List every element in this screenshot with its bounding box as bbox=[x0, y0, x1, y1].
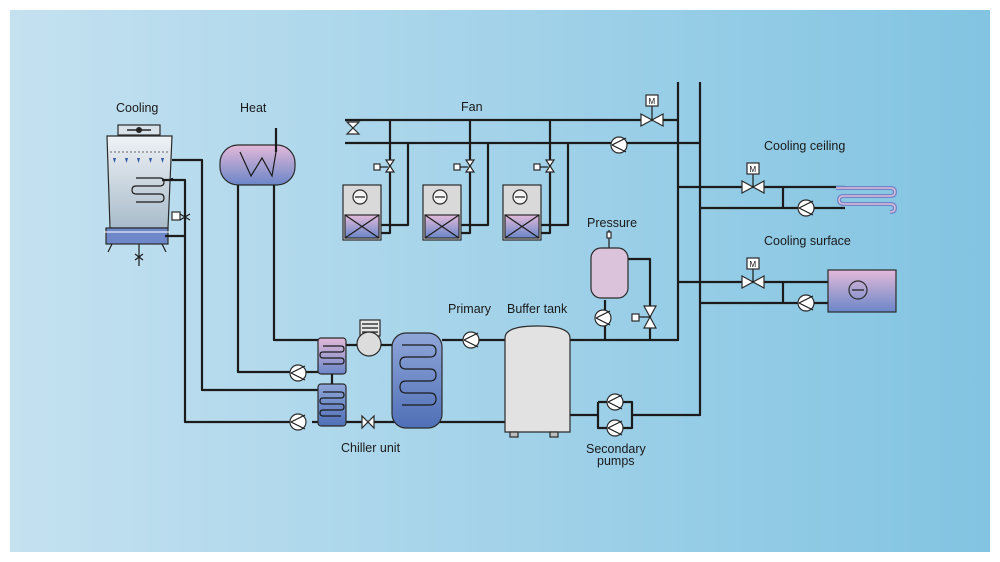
buffer-tank bbox=[504, 325, 571, 438]
fan-coil-unit-2 bbox=[422, 184, 462, 241]
fan-valve-2 bbox=[453, 159, 476, 173]
fan-header-pump bbox=[610, 136, 628, 154]
label-primary: Primary bbox=[448, 302, 492, 316]
cooling-pump-circulator bbox=[289, 413, 307, 431]
ceiling-pump bbox=[797, 199, 815, 217]
fan-coil-unit-1 bbox=[342, 184, 382, 241]
label-cooling-surface: Cooling surface bbox=[764, 234, 851, 248]
valves bbox=[345, 94, 765, 430]
heat-exchanger bbox=[219, 128, 296, 186]
cooling-ceiling-panel bbox=[836, 186, 898, 214]
surface-motor-valve bbox=[741, 257, 765, 290]
chiller-unit bbox=[317, 319, 394, 427]
label-cooling: Cooling bbox=[116, 101, 158, 115]
pressure-valve bbox=[631, 305, 658, 329]
motor-label-main: M bbox=[649, 97, 656, 106]
fan-valve-3 bbox=[533, 159, 556, 173]
fan-valve-1 bbox=[373, 159, 396, 173]
label-secondary: Secondary bbox=[586, 442, 647, 456]
primary-pump bbox=[462, 331, 480, 349]
motor-label-surface: M bbox=[750, 260, 757, 269]
chiller-valve bbox=[361, 414, 375, 430]
label-cooling-ceiling: Cooling ceiling bbox=[764, 139, 845, 153]
fan-header-valve bbox=[345, 121, 361, 135]
label-fan: Fan bbox=[461, 100, 483, 114]
label-chiller-unit: Chiller unit bbox=[341, 441, 401, 455]
ceiling-motor-valve bbox=[741, 162, 765, 195]
fan-coil-units bbox=[342, 184, 542, 241]
heat-pump-circulator bbox=[289, 364, 307, 382]
label-pressure: Pressure bbox=[587, 216, 637, 230]
surface-pump bbox=[797, 294, 815, 312]
cooling-surface-unit bbox=[827, 269, 897, 313]
label-heat: Heat bbox=[240, 101, 267, 115]
label-pumps: pumps bbox=[597, 454, 635, 468]
pumps bbox=[289, 136, 815, 437]
label-buffer-tank: Buffer tank bbox=[507, 302, 568, 316]
pressure-vessel bbox=[590, 231, 629, 299]
fan-coil-unit-3 bbox=[502, 184, 542, 241]
secondary-pump-2 bbox=[606, 419, 624, 437]
piping bbox=[162, 82, 845, 430]
storage-coil bbox=[391, 332, 443, 429]
cooling-tower bbox=[104, 124, 191, 266]
motor-label-ceiling: M bbox=[750, 165, 757, 174]
pressure-pump bbox=[594, 309, 612, 327]
secondary-pump-1 bbox=[606, 393, 624, 411]
main-motor-valve bbox=[640, 94, 664, 128]
